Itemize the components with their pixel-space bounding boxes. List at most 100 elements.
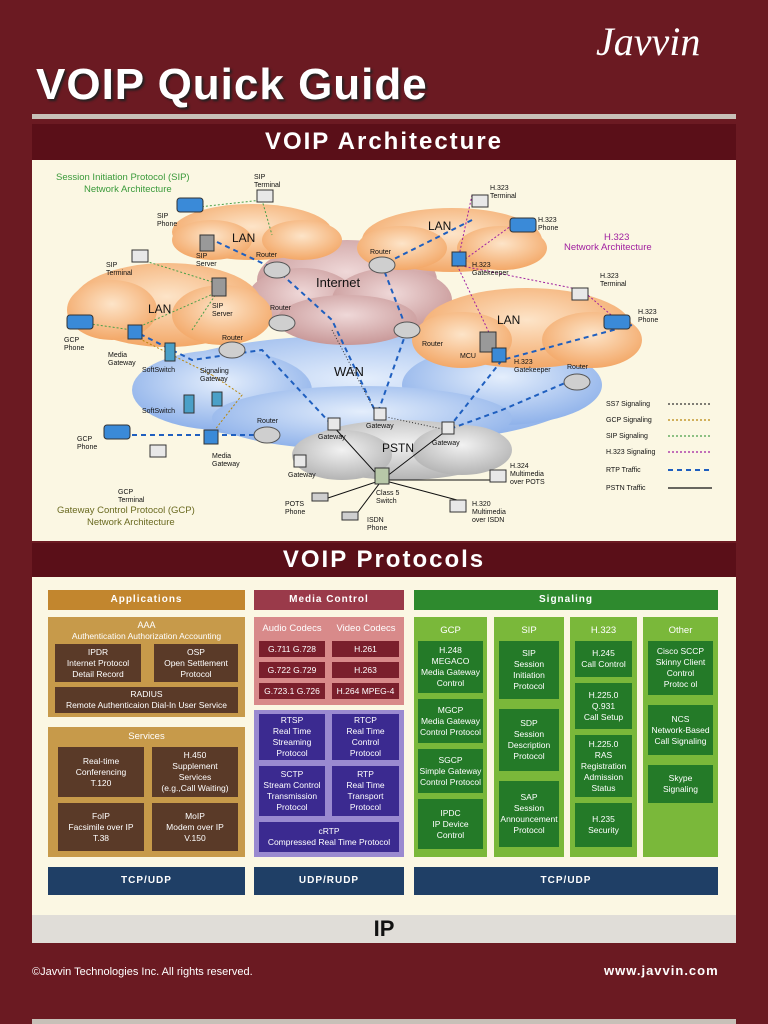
sdp-box: SDP Session Description Protocol: [499, 709, 559, 771]
aaa-group: AAA Authentication Authorization Account…: [48, 617, 245, 717]
gateway-label: Gateway: [108, 360, 136, 367]
router-nodes: [218, 256, 591, 444]
h320-label-3: over ISDN: [472, 517, 504, 524]
sip-group: SIP SIP Session Initiation Protocol SDP …: [494, 617, 564, 857]
mgcp-box: MGCP Media Gateway Control Protocol: [418, 699, 483, 743]
h323-terminal-label: H.323: [490, 185, 509, 192]
applications-transport: TCP/UDP: [48, 867, 245, 895]
gateway-label-5: Gateway: [366, 423, 394, 430]
terminal-label: Terminal: [254, 182, 281, 189]
title-divider: [32, 114, 736, 119]
sip-title-2: Network Architecture: [84, 184, 172, 195]
gateway-label-2: Gateway: [200, 376, 228, 383]
rtp-box: RTP Real Time Transport Protocol: [332, 766, 399, 816]
aaa-subtitle: Authentication Authorization Accounting: [71, 631, 222, 641]
terminal-label-4: Terminal: [490, 193, 517, 200]
other-title: Other: [668, 625, 693, 636]
h235-box: H.235 Security: [575, 803, 632, 847]
pstn-label: PSTN: [382, 441, 414, 455]
gatekeeper-label: Gatekeeper: [472, 270, 509, 277]
lan-label-right-top: LAN: [428, 219, 451, 233]
h320-label-2: Multimedia: [472, 509, 506, 516]
legend: SS7 Signaling GCP Signaling SIP Signalin…: [606, 401, 712, 492]
gateway-label-7: Gateway: [288, 472, 316, 479]
cisco-sccp-box: Cisco SCCP Skinny Client Control Protoc …: [648, 641, 713, 695]
sip-title: SIP: [521, 625, 537, 636]
radius-box: RADIUS Remote Authenticaion Dial-In User…: [55, 687, 238, 713]
class5-label-1: Class 5: [376, 490, 399, 497]
lan-label-top: LAN: [232, 231, 255, 245]
router-label-2: Router: [270, 305, 292, 312]
audio-codec-3: G.723.1 G.726: [259, 683, 325, 699]
bottom-divider: [32, 1019, 736, 1024]
phone-label-7: Phone: [367, 525, 387, 532]
ip-layer-bar: IP: [32, 915, 736, 943]
cloud-labels: Internet WAN PSTN LAN LAN LAN LAN: [148, 219, 520, 455]
terminal-label-2: Terminal: [106, 270, 133, 277]
gateway-label-6: Gateway: [432, 440, 460, 447]
h245-box: H.245 Call Control: [575, 641, 632, 677]
gcp-terminal-label: GCP: [118, 489, 134, 496]
softswitch-label: SoftSwitch: [142, 367, 175, 374]
legend-label-3: SIP Signaling: [606, 433, 648, 440]
sip-title-1: Session Initiation Protocol (SIP): [56, 172, 190, 183]
ipdr-box: IPDR Internet Protocol Detail Record: [55, 644, 141, 682]
gateway-label-3: Gateway: [212, 461, 240, 468]
phone-label-2: Phone: [64, 345, 84, 352]
media-transport-group: RTSP Real Time Streaming Protocol RTCP R…: [254, 710, 404, 857]
gateway-label-4: Gateway: [318, 434, 346, 441]
server-label: Server: [196, 261, 217, 268]
router-label-7: Router: [567, 364, 589, 371]
video-codec-3: H.264 MPEG-4: [332, 683, 399, 699]
skype-box: Skype Signaling: [648, 765, 713, 803]
server-label-2: Server: [212, 311, 233, 318]
gcp-title-1: Gateway Control Protocol (GCP): [57, 505, 195, 516]
video-codec-1: H.261: [332, 641, 399, 657]
moip-box: MoIP Modem over IP V.150: [152, 803, 238, 851]
mcu-label: MCU: [460, 353, 476, 360]
h323-group: H.323 H.245 Call Control H.225.0 Q.931 C…: [570, 617, 637, 857]
gcp-group: GCP H.248 MEGACO Media Gateway Control M…: [414, 617, 487, 857]
signaling-transport-bar: TCP/UDP: [414, 867, 718, 895]
internet-label: Internet: [316, 275, 360, 290]
h324-label-3: over POTS: [510, 479, 545, 486]
sip-terminal-label-2: SIP: [106, 262, 118, 269]
video-codecs-title: Video Codecs: [336, 623, 396, 634]
ncs-box: NCS Network-Based Call Signaling: [648, 705, 713, 755]
gcp-title-2: Network Architecture: [87, 517, 175, 528]
audio-codec-1: G.711 G.728: [259, 641, 325, 657]
signaling-header: Signaling: [414, 590, 718, 610]
sip-server-label: SIP: [196, 253, 208, 260]
osp-box: OSP Open Settlement Protocol: [154, 644, 238, 682]
sgcp-box: SGCP Simple Gateway Control Protocol: [418, 749, 483, 793]
media-transport-bar: UDP/RUDP: [254, 867, 404, 895]
device-nodes: [66, 189, 631, 521]
aaa-title: AAA: [137, 620, 156, 630]
h2250-q931-box: H.225.0 Q.931 Call Setup: [575, 683, 632, 729]
wan-label: WAN: [334, 364, 364, 379]
router-label-3: Router: [222, 335, 244, 342]
applications-header: Applications: [48, 590, 245, 610]
protocols-banner: VOIP Protocols: [32, 543, 736, 577]
sap-box: SAP Session Announcement Protocol: [499, 781, 559, 847]
router-label-6: Router: [422, 341, 444, 348]
terminal-label-3: Terminal: [118, 497, 145, 504]
website-link[interactable]: www.javvin.com: [604, 963, 719, 978]
sctp-box: SCTP Stream Control Transmission Protoco…: [259, 766, 325, 816]
h320-label-1: H.320: [472, 501, 491, 508]
h323-title: H.323: [590, 625, 617, 636]
terminal-label-5: Terminal: [600, 281, 627, 288]
node-labels: SIP Terminal SIP Phone SIP Server SIP Te…: [64, 174, 658, 532]
other-group: Other Cisco SCCP Skinny Client Control P…: [643, 617, 718, 857]
gatekeeper-label-2: Gatekeeper: [514, 367, 551, 374]
lan-cloud-right-top: [357, 208, 547, 272]
legend-label-5: RTP Traffic: [606, 467, 641, 474]
ipdc-box: IPDC IP Device Control: [418, 799, 483, 849]
rtsp-box: RTSP Real Time Streaming Protocol: [259, 714, 325, 760]
router-label-1: Router: [256, 252, 278, 259]
internet-cloud: [247, 240, 452, 345]
phone-label-4: Phone: [538, 225, 558, 232]
h323-title-1: H.323: [604, 232, 629, 243]
h323-terminal-label-2: H.323: [600, 273, 619, 280]
video-codec-2: H.263: [332, 662, 399, 678]
